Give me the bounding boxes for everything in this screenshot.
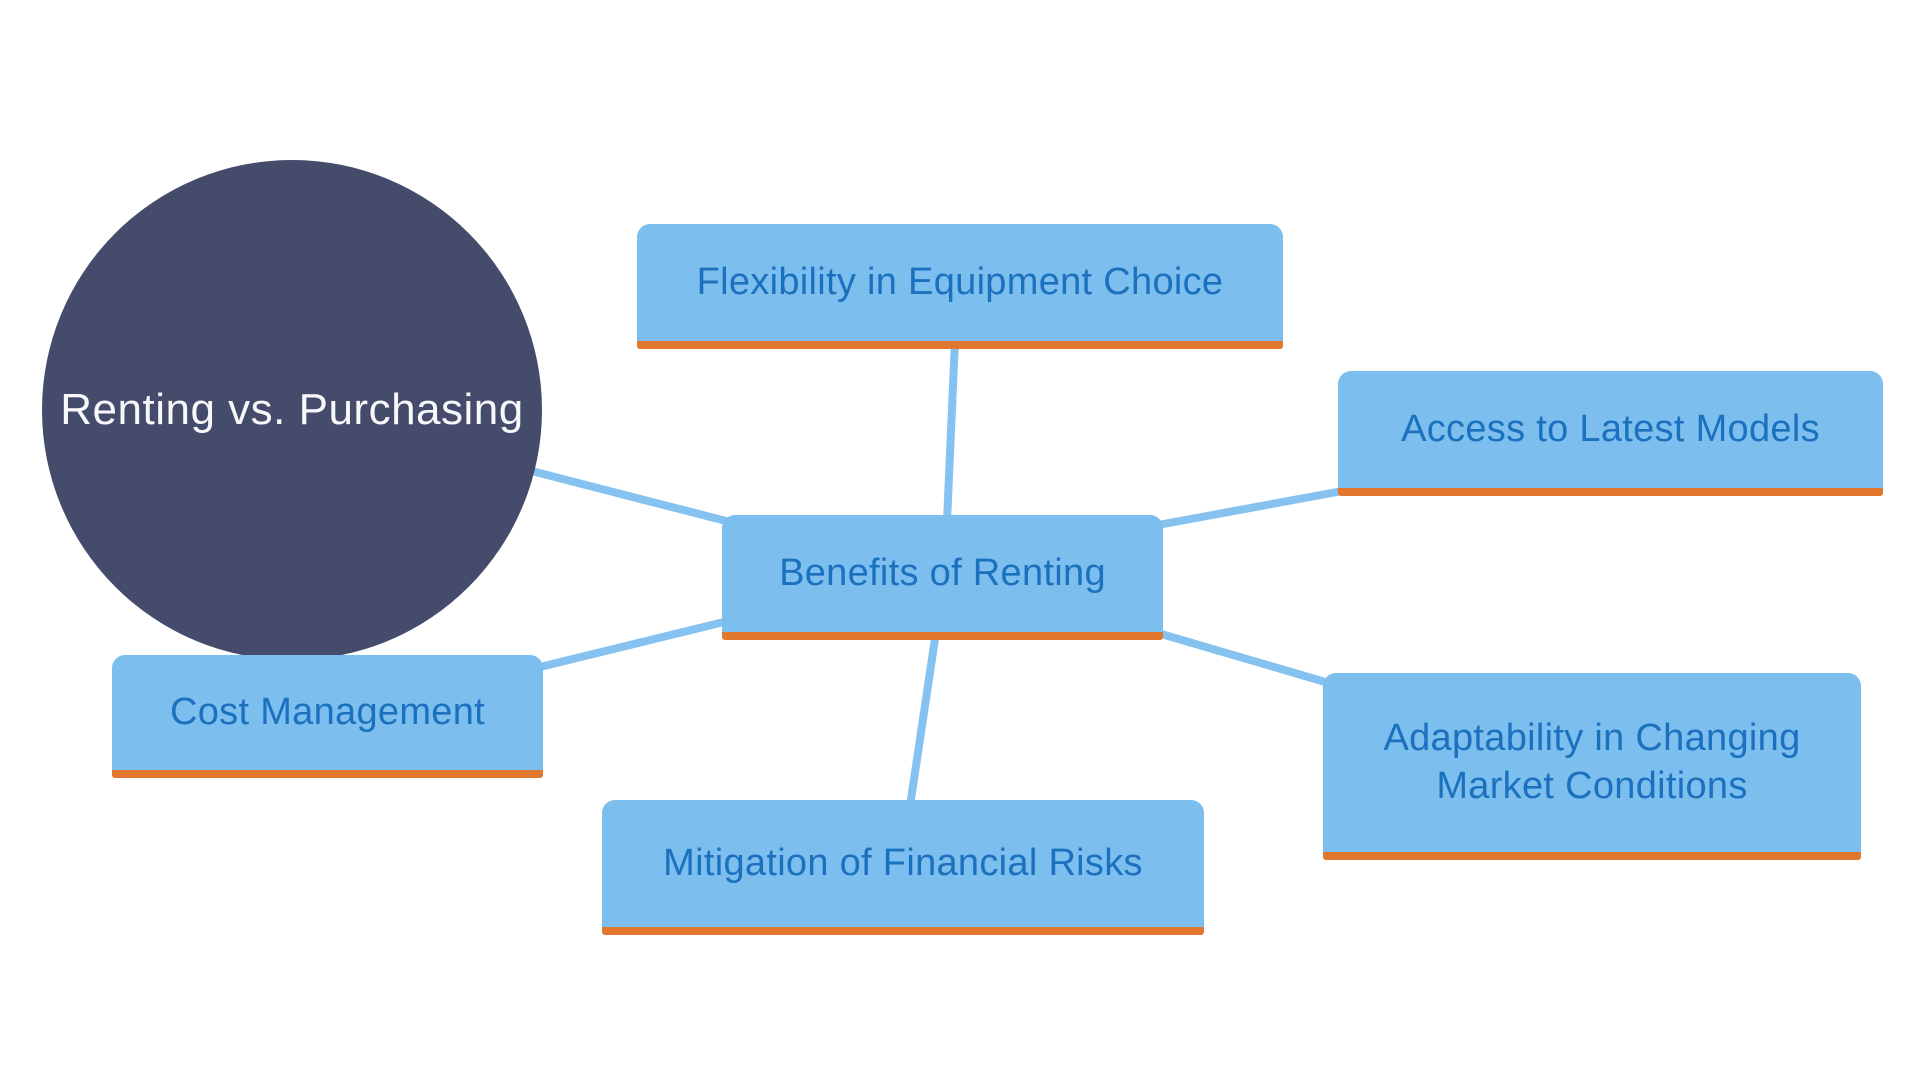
branch-node-flexibility[interactable]: Flexibility in Equipment Choice xyxy=(637,224,1283,349)
branch-node-label: Flexibility in Equipment Choice xyxy=(696,260,1224,303)
root-node-label: Renting vs. Purchasing xyxy=(60,385,524,434)
branch-node-label: Access to Latest Models xyxy=(1401,407,1820,450)
root-node-renting-vs-purchasing[interactable]: Renting vs. Purchasing xyxy=(42,160,542,660)
branch-node-label: Cost Management xyxy=(170,690,485,733)
branch-node-cost[interactable]: Cost Management xyxy=(112,655,543,778)
connector-hub-mitigation xyxy=(906,631,940,807)
connector-hub-adaptability xyxy=(1156,629,1334,688)
hub-node-benefits-of-renting[interactable]: Benefits of Renting xyxy=(722,515,1163,640)
hub-node-label: Benefits of Renting xyxy=(779,551,1106,594)
connector-hub-access xyxy=(1157,486,1349,529)
connector-cost-hub xyxy=(539,617,729,671)
branch-node-label: Mitigation of Financial Risks xyxy=(663,841,1143,884)
branch-node-mitigation[interactable]: Mitigation of Financial Risks xyxy=(602,800,1204,935)
branch-node-label: Adaptability in Changing Market Conditio… xyxy=(1383,717,1801,807)
connector-root-hub xyxy=(519,464,731,526)
connector-hub-flexibility xyxy=(943,339,959,523)
branch-node-access[interactable]: Access to Latest Models xyxy=(1338,371,1883,496)
branch-node-adaptability[interactable]: Adaptability in Changing Market Conditio… xyxy=(1323,673,1861,860)
